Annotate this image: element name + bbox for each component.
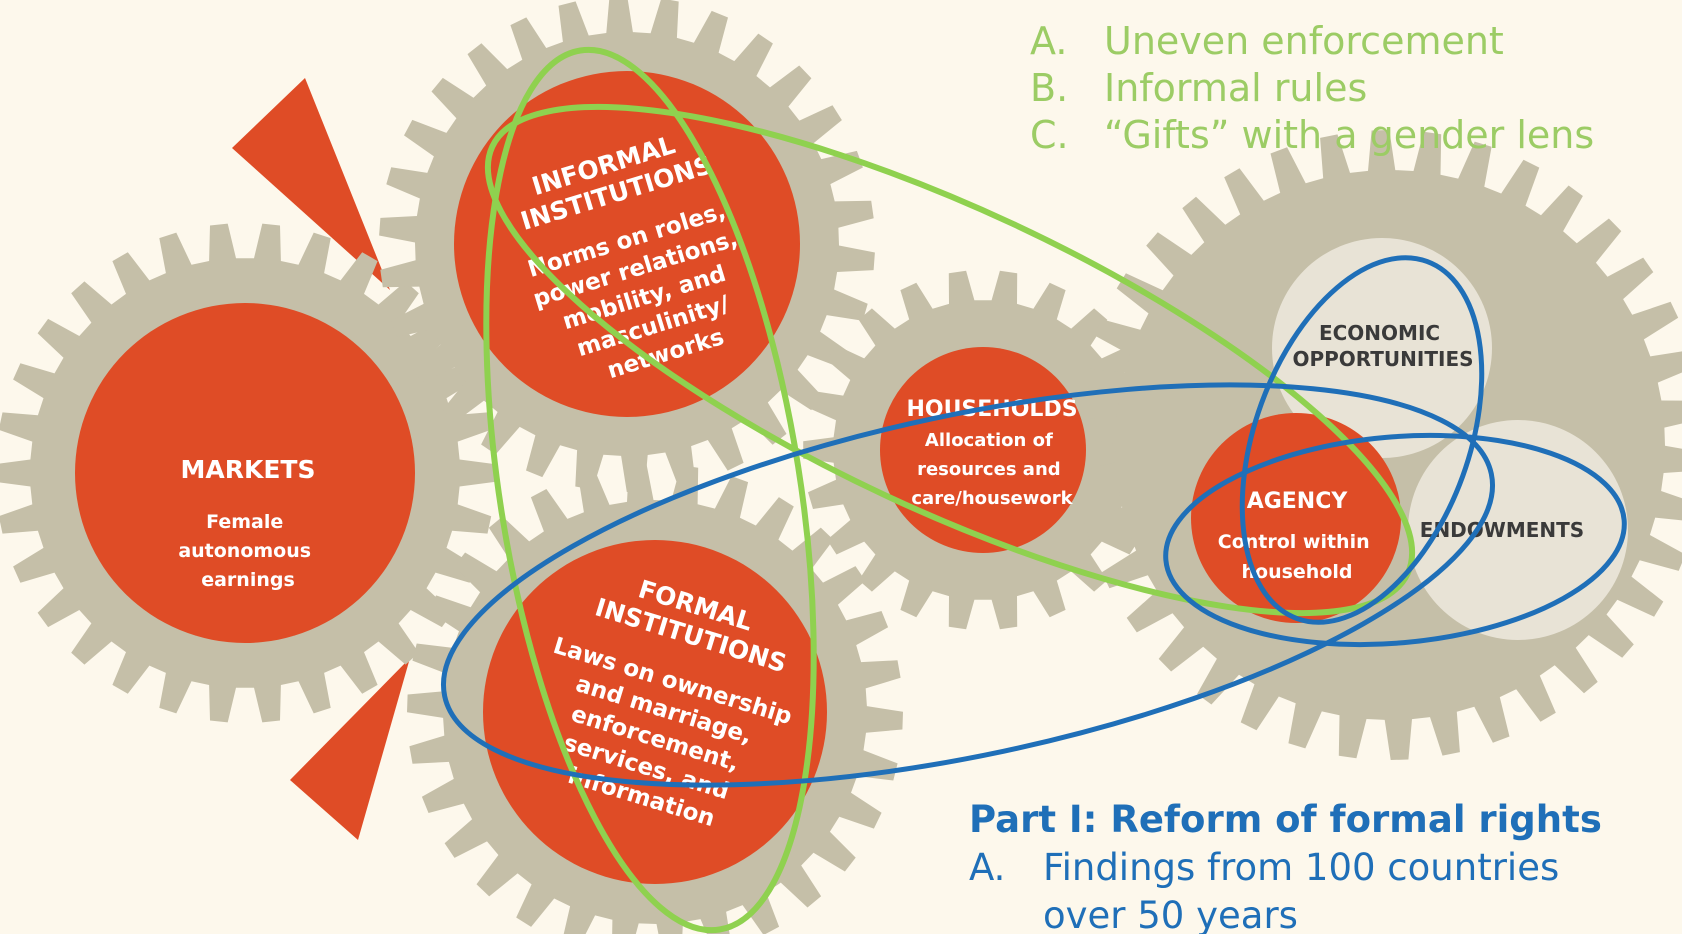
economic-circle bbox=[1272, 238, 1492, 458]
blue-list-heading: Part I: Reform of formal rights bbox=[969, 798, 1602, 841]
green-item-letter: B. bbox=[1030, 66, 1069, 111]
green-item-letter: A. bbox=[1030, 19, 1068, 63]
informal-center bbox=[454, 71, 800, 417]
markets-sub: Female autonomous earnings bbox=[178, 511, 317, 591]
blue-item-text: over 50 years bbox=[1043, 894, 1298, 934]
green-item-text: Uneven enforcement bbox=[1104, 19, 1504, 63]
markets-center bbox=[75, 303, 415, 643]
blue-item-letter: A. bbox=[969, 846, 1006, 890]
green-list-item: B. Informal rules bbox=[1030, 65, 1594, 112]
agency-sub: Control within household bbox=[1218, 531, 1377, 583]
blue-loop-wide bbox=[440, 382, 1496, 788]
blue-loop-horizontal bbox=[1163, 432, 1627, 648]
markets-title: MARKETS bbox=[181, 455, 316, 484]
households-sub: Allocation of resources and care/housewo… bbox=[911, 430, 1073, 509]
agency-center bbox=[1191, 413, 1401, 623]
green-item-text: Informal rules bbox=[1104, 66, 1368, 111]
endowments-label: ENDOWMENTS bbox=[1420, 518, 1584, 542]
blue-list: Part I: Reform of formal rights A. Findin… bbox=[969, 796, 1602, 934]
blue-item-letter bbox=[969, 892, 1043, 934]
formal-center bbox=[483, 540, 827, 884]
blue-item-text: Findings from 100 countries bbox=[1043, 846, 1560, 890]
green-loop-vertical bbox=[483, 46, 817, 934]
green-item-text: “Gifts” with a gender lens bbox=[1104, 113, 1595, 158]
blue-loop-vertical bbox=[1239, 255, 1485, 625]
bottom-triangle-decoration bbox=[290, 658, 410, 840]
blue-list-item: over 50 years bbox=[969, 892, 1602, 934]
green-item-letter: C. bbox=[1030, 113, 1069, 158]
green-list: A. Uneven enforcement B. Informal rules C.… bbox=[1030, 18, 1594, 159]
green-list-item: A. Uneven enforcement bbox=[1030, 18, 1594, 65]
blue-list-item: A. Findings from 100 countries bbox=[969, 844, 1602, 892]
economic-opportunities-label: ECONOMIC OPPORTUNITIES bbox=[1292, 321, 1473, 371]
green-list-item: C. “Gifts” with a gender lens bbox=[1030, 112, 1594, 159]
agency-title: AGENCY bbox=[1247, 489, 1349, 514]
top-triangle-decoration bbox=[232, 78, 390, 290]
